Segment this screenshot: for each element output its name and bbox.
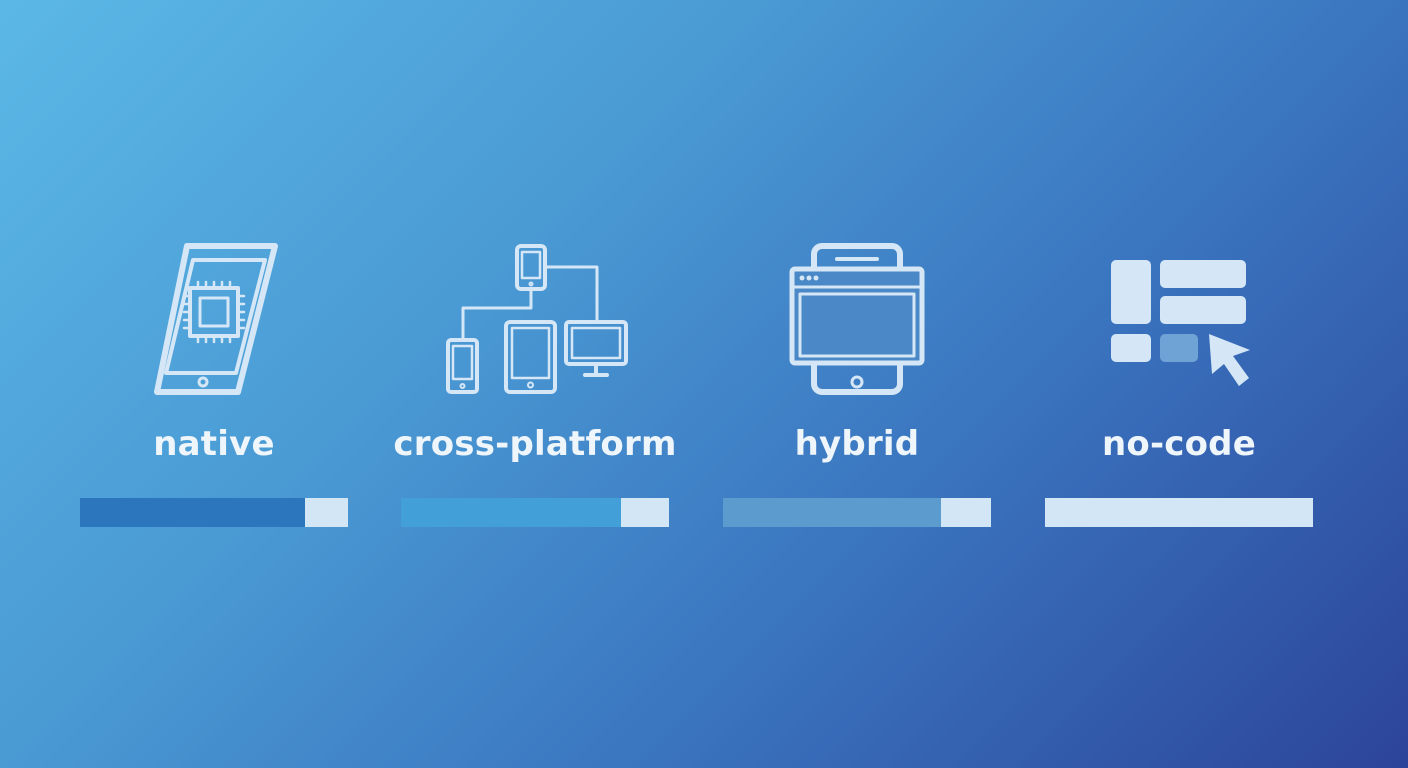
blocks-cursor-icon (1045, 240, 1313, 400)
phone-chip-icon (80, 240, 348, 400)
approach-label: no-code (1102, 424, 1256, 464)
rating-bar-fill (401, 498, 621, 527)
approach-no-code: no-code (1045, 0, 1313, 768)
rating-bar-fill (723, 498, 942, 527)
rating-bar (723, 498, 991, 527)
rating-bar-fill (80, 498, 306, 527)
approach-label: native (153, 424, 275, 464)
approach-label: cross-platform (393, 424, 677, 464)
rating-bar (401, 498, 669, 527)
approach-hybrid: hybrid (723, 0, 991, 768)
rating-bar (1045, 498, 1313, 527)
hybrid-phone-browser-icon (723, 240, 991, 400)
approach-native: native (80, 0, 348, 768)
multi-device-icon (401, 240, 669, 400)
rating-bar (80, 498, 348, 527)
approach-cross-platform: cross-platform (393, 0, 676, 768)
approach-label: hybrid (794, 424, 920, 464)
